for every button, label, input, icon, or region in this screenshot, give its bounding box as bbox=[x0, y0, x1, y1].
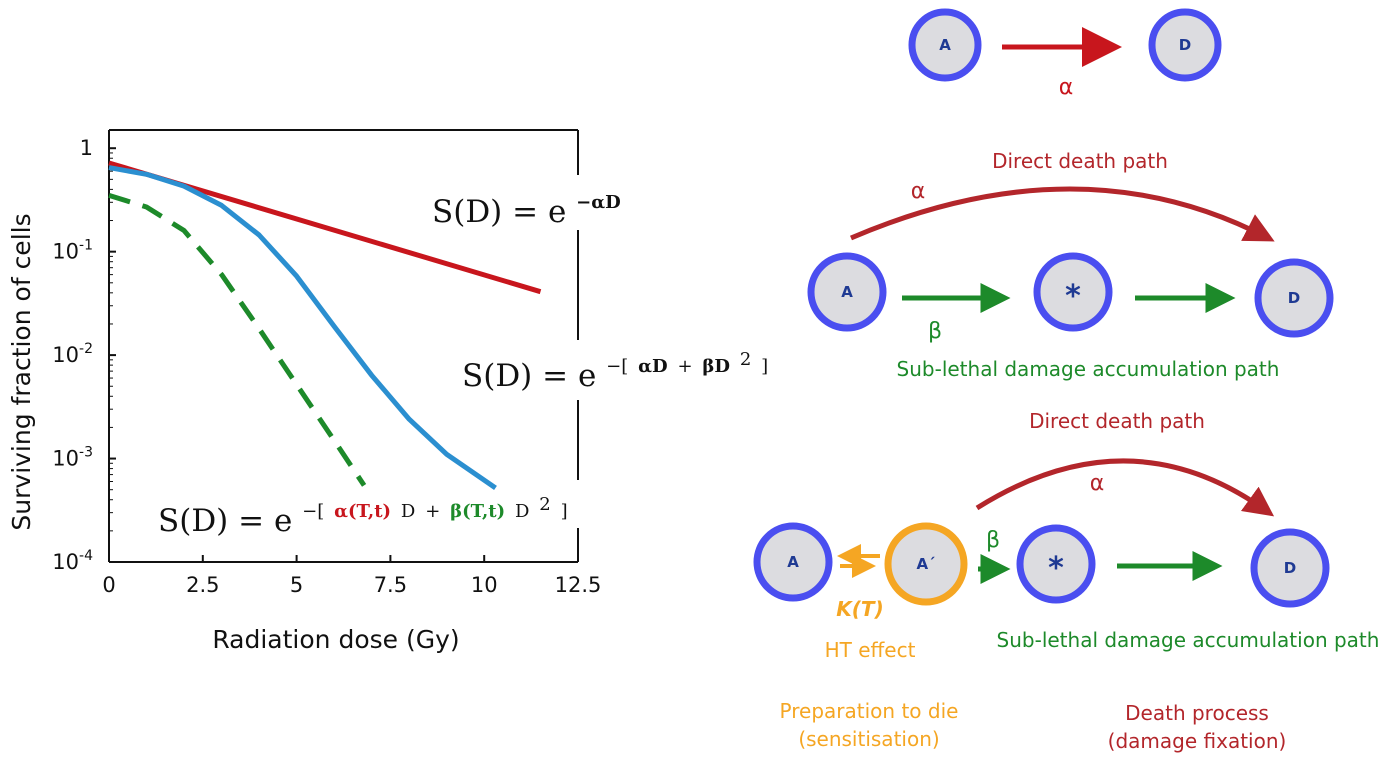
node-a-top bbox=[908, 8, 982, 82]
kt-label: K(T) bbox=[836, 597, 883, 621]
bottom-sublethal-path-label: Sub-lethal damage accumulation path bbox=[997, 628, 1380, 652]
preparation-line-2: (sensitisation) bbox=[798, 727, 939, 751]
death-process-line-2: (damage fixation) bbox=[1108, 729, 1287, 753]
eq1-exponent: −αD bbox=[576, 192, 621, 213]
node-a-prime-bottom bbox=[884, 522, 968, 606]
node-star-bottom bbox=[1016, 524, 1096, 604]
bottom-pathway: Direct death path α A A´ * D β K(T) HT e… bbox=[753, 409, 1380, 753]
x-tick-label: 2.5 bbox=[186, 573, 219, 597]
beta-middle-label: β bbox=[928, 319, 942, 344]
eq2-alpha-term: αD bbox=[638, 356, 667, 377]
eq2-open: −[ bbox=[606, 356, 628, 377]
node-a-top-label: A bbox=[939, 36, 951, 54]
preparation-line-1: Preparation to die bbox=[780, 699, 959, 723]
y-tick-label: 10-1 bbox=[52, 238, 93, 264]
top-pathway: A D α bbox=[908, 8, 1222, 100]
survival-chart: 0 2.5 5 7.5 10 12.5 1 10-1 10-2 10-3 10-4 Radiati… bbox=[7, 129, 768, 654]
node-star-middle bbox=[1033, 252, 1113, 332]
eq2-plus: + bbox=[677, 356, 692, 377]
node-a-middle-label: A bbox=[841, 283, 853, 301]
x-axis-label: Radiation dose (Gy) bbox=[212, 625, 459, 654]
node-d-bottom bbox=[1250, 528, 1330, 608]
eq3-beta-term: β(T,t) bbox=[450, 501, 505, 522]
equation-linear-quadratic: S(D) = e −[ αD + βD 2 ] bbox=[462, 337, 768, 394]
x-tick-label: 7.5 bbox=[374, 573, 407, 597]
eq3-open: −[ bbox=[302, 501, 324, 522]
node-d-middle-label: D bbox=[1288, 289, 1300, 307]
y-tick-label: 1 bbox=[80, 136, 93, 160]
y-tick-label: 10-4 bbox=[52, 548, 93, 574]
node-d-bottom-label: D bbox=[1284, 559, 1296, 577]
alpha-middle-label: α bbox=[911, 179, 926, 204]
eq3-plus: + bbox=[425, 501, 440, 522]
beta-bottom-label: β bbox=[986, 528, 1000, 553]
node-star-middle-label: * bbox=[1065, 279, 1081, 314]
eq2-beta-term: βD bbox=[702, 356, 730, 377]
alpha-top-label: α bbox=[1059, 75, 1074, 100]
eq3-lhs: S(D) = e bbox=[158, 503, 292, 539]
series-line-2 bbox=[108, 165, 497, 490]
bottom-direct-path-label: Direct death path bbox=[1029, 409, 1205, 433]
x-tick-label: 10 bbox=[471, 573, 498, 597]
eq3-d2: D bbox=[515, 501, 529, 522]
node-a-middle bbox=[807, 252, 887, 332]
eq3-alpha-term: α(T,t) bbox=[334, 501, 391, 522]
y-ticks: 1 10-1 10-2 10-3 10-4 bbox=[52, 136, 116, 574]
equation-thermal: S(D) = e −[ α(T,t) D + β(T,t) D 2 ] bbox=[158, 482, 568, 539]
series-layer bbox=[108, 160, 542, 490]
ht-effect-label: HT effect bbox=[825, 638, 916, 662]
x-tick-label: 0 bbox=[102, 573, 115, 597]
x-ticks: 0 2.5 5 7.5 10 12.5 bbox=[102, 555, 601, 597]
eq3-d1: D bbox=[401, 501, 415, 522]
eq2-square: 2 bbox=[740, 349, 751, 370]
y-tick-label: 10-2 bbox=[52, 341, 93, 367]
middle-direct-path-label: Direct death path bbox=[992, 149, 1168, 173]
equation-linear: S(D) = e −αD bbox=[432, 192, 621, 230]
eq2-lhs: S(D) = e bbox=[462, 358, 596, 394]
x-tick-label: 12.5 bbox=[555, 573, 602, 597]
eq1-lhs: S(D) = e bbox=[432, 194, 566, 230]
series-line-3 bbox=[108, 193, 367, 487]
node-d-top bbox=[1148, 8, 1222, 82]
node-d-top-label: D bbox=[1179, 36, 1191, 54]
y-axis-label: Surviving fraction of cells bbox=[7, 213, 36, 530]
y-tick-label: 10-3 bbox=[52, 445, 93, 471]
node-a-prime-bottom-label: A´ bbox=[916, 555, 935, 573]
node-d-middle bbox=[1254, 258, 1334, 338]
alpha-bottom-label: α bbox=[1090, 471, 1105, 496]
death-process-line-1: Death process bbox=[1125, 701, 1269, 725]
eq3-square: 2 bbox=[539, 494, 550, 515]
node-a-bottom bbox=[753, 522, 833, 602]
x-tick-label: 5 bbox=[290, 573, 303, 597]
eq3-close: ] bbox=[561, 501, 568, 522]
eq2-close: ] bbox=[761, 356, 768, 377]
middle-sublethal-path-label: Sub-lethal damage accumulation path bbox=[897, 357, 1280, 381]
arrow-bottom-direct bbox=[975, 458, 1275, 517]
middle-pathway: Direct death path α A * D β Sub-lethal d… bbox=[807, 149, 1334, 381]
node-star-bottom-label: * bbox=[1048, 551, 1064, 586]
node-a-bottom-label: A bbox=[787, 553, 799, 571]
arrow-middle-direct bbox=[850, 186, 1275, 242]
